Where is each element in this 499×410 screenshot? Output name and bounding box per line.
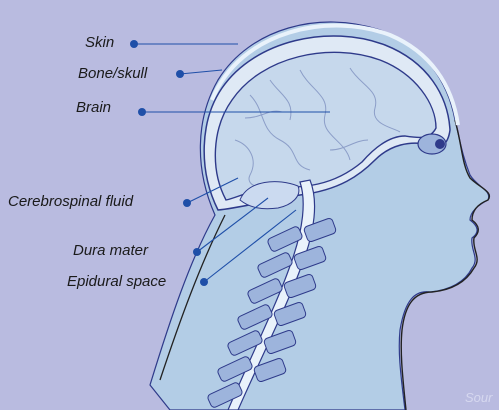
eye (418, 134, 446, 154)
bone-dot (176, 70, 184, 78)
skin-dot (130, 40, 138, 48)
label-skin: Skin (85, 34, 114, 52)
source-credit: Sour (465, 390, 492, 405)
label-brain: Brain (76, 99, 111, 117)
csf-dot (183, 199, 191, 207)
brain-dot (138, 108, 146, 116)
epidural-dot (200, 278, 208, 286)
label-epidural: Epidural space (67, 273, 166, 291)
label-csf: Cerebrospinal fluid (8, 193, 133, 211)
dura-dot (193, 248, 201, 256)
label-bone: Bone/skull (78, 65, 147, 83)
label-dura: Dura mater (73, 242, 148, 260)
